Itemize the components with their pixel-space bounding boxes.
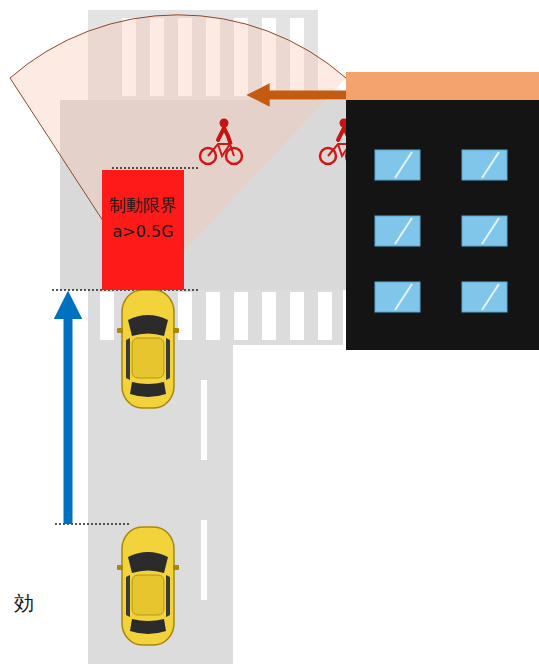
cut-off-text: 効	[14, 590, 34, 617]
zone-title: 制動限界	[102, 192, 184, 219]
deceleration-value: a>0.5G	[102, 219, 184, 245]
braking-limit-zone: 制動限界a>0.5G	[102, 170, 184, 290]
